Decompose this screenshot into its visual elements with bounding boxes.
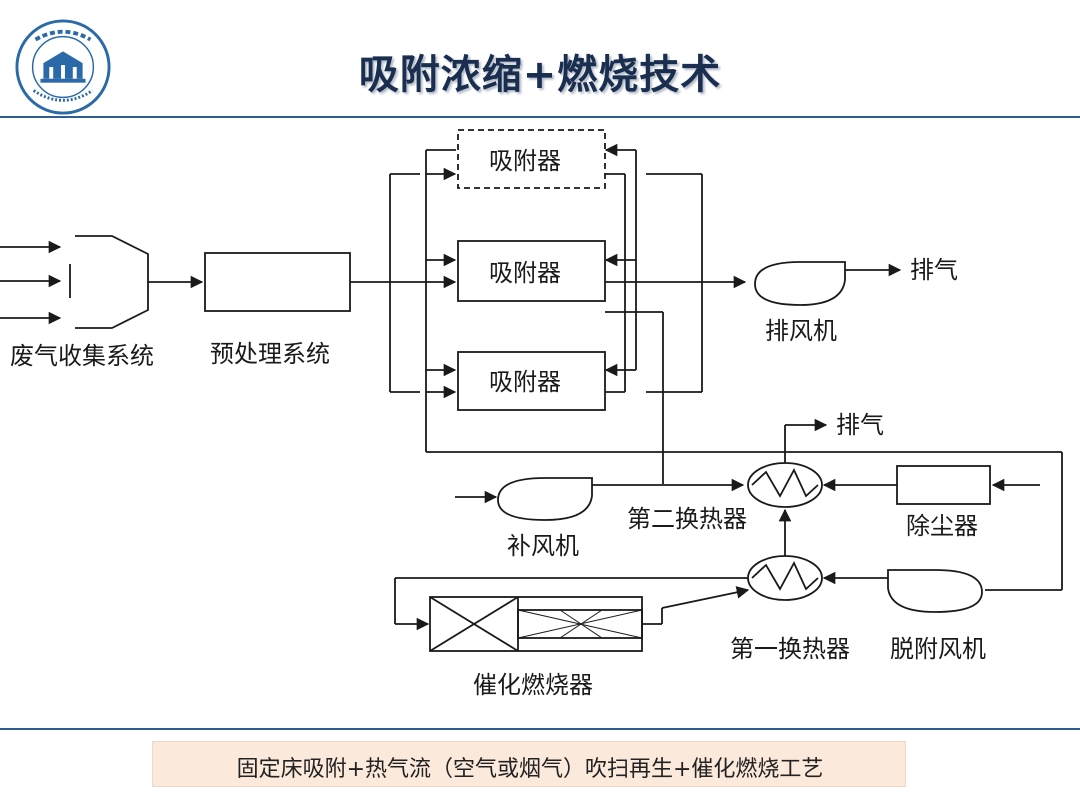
adsorber-2-box: [457, 240, 606, 302]
label-pretreatment: 预处理系统: [210, 340, 330, 368]
caption-box: 固定床吸附+热气流（空气或烟气）吹扫再生+催化燃烧工艺: [152, 741, 906, 787]
label-first-heat-exchanger: 第一换热器: [730, 635, 850, 663]
label-makeup-fan: 补风机: [507, 532, 579, 560]
slide-title: 吸附浓缩+燃烧技术: [358, 52, 722, 98]
exhaust-fan-shape: [754, 261, 846, 306]
caption-text: 固定床吸附+热气流（空气或烟气）吹扫再生+催化燃烧工艺: [236, 757, 824, 782]
label-desorption-fan: 脱附风机: [890, 635, 986, 663]
label-adsorber-2: 吸附器: [489, 259, 561, 287]
label-exhaust-fan: 排风机: [765, 317, 837, 345]
dust-remover-box: [896, 465, 991, 505]
catalytic-combustor-shape: [429, 596, 643, 652]
label-exhaust-2: 排气: [836, 411, 884, 439]
header-divider: [0, 116, 1080, 118]
footer-divider: [0, 728, 1080, 730]
label-second-heat-exchanger: 第二换热器: [627, 505, 747, 533]
adsorber-1-box: [457, 129, 606, 189]
label-dust-remover: 除尘器: [906, 512, 978, 540]
desorption-fan-shape: [887, 569, 983, 613]
university-logo: [15, 19, 111, 115]
waste-gas-collection-hood: [0, 235, 204, 329]
pretreatment-box: [204, 252, 351, 312]
adsorber-3-box: [457, 351, 606, 411]
label-exhaust-1: 排气: [910, 256, 958, 284]
label-catalytic-combustor: 催化燃烧器: [473, 671, 593, 699]
label-waste-gas-collection: 废气收集系统: [10, 342, 154, 370]
label-adsorber-1: 吸附器: [489, 147, 561, 175]
label-adsorber-3: 吸附器: [489, 368, 561, 396]
makeup-fan-shape: [497, 477, 593, 521]
